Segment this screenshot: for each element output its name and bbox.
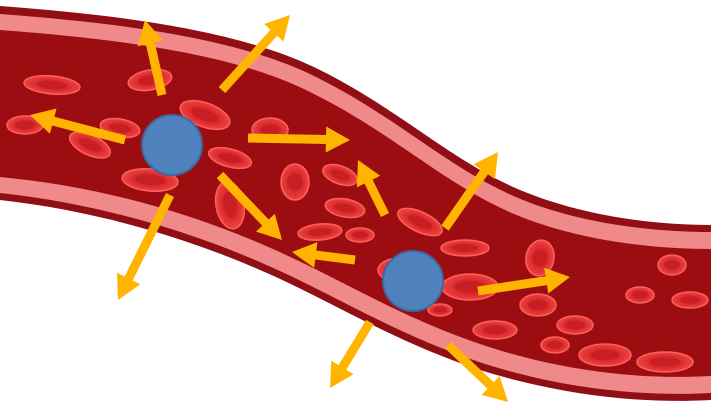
particle-2-circle-icon: [383, 251, 443, 311]
red-blood-cell-icon: [672, 292, 708, 308]
red-blood-cell-icon: [637, 352, 693, 372]
red-blood-cell-icon: [520, 294, 556, 316]
particle-1-circle-icon: [142, 115, 202, 175]
red-blood-cell-icon: [557, 316, 593, 334]
red-blood-cell-icon: [579, 344, 631, 366]
red-blood-cell-icon: [281, 164, 309, 200]
red-blood-cell-icon: [541, 337, 569, 353]
red-blood-cell-icon: [658, 255, 686, 275]
red-blood-cell-icon: [346, 228, 374, 242]
red-blood-cell-icon: [626, 287, 654, 303]
red-blood-cell-icon: [441, 240, 489, 256]
arrow-icon: [330, 320, 374, 388]
red-blood-cell-icon: [473, 321, 517, 339]
